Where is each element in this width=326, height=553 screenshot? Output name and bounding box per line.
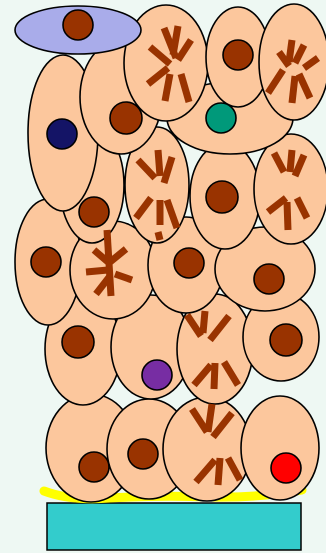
nucleus	[270, 324, 302, 356]
nucleus	[110, 102, 142, 134]
nucleus	[62, 326, 94, 358]
nucleus	[142, 360, 172, 390]
nucleus	[271, 453, 301, 483]
nucleus	[47, 119, 77, 149]
nucleus	[174, 248, 204, 278]
nucleus	[206, 103, 236, 133]
nucleus	[79, 452, 109, 482]
connective-tissue-block	[47, 503, 301, 550]
nucleus	[79, 197, 109, 227]
nucleus	[223, 40, 253, 70]
nucleus	[128, 439, 158, 469]
nucleus	[31, 247, 61, 277]
nucleus	[254, 264, 284, 294]
nucleus	[63, 10, 93, 40]
cell	[241, 396, 319, 500]
nucleus	[206, 181, 238, 213]
cell	[163, 397, 251, 501]
